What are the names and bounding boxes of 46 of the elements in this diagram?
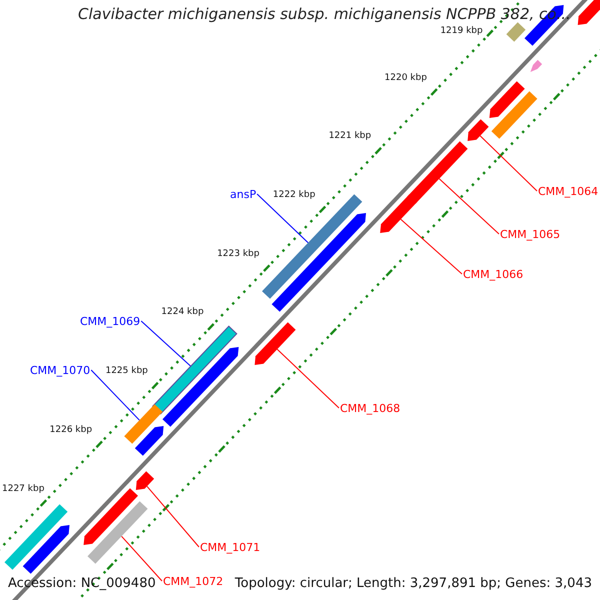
gene-feature	[272, 213, 366, 312]
gene-bar	[506, 22, 526, 42]
scale-label: 1222 kbp	[272, 190, 316, 201]
gene-bar	[491, 91, 538, 139]
genome-info-text: Topology: circular; Length: 3,297,891 bp; Genes: 3,043	[234, 576, 592, 592]
scale-label: 1219 kbp	[440, 26, 483, 37]
gene-feature	[136, 471, 154, 490]
gene-feature	[22, 525, 70, 574]
gene-bar	[88, 501, 148, 564]
leader-line	[480, 135, 538, 192]
leader-line	[121, 536, 162, 582]
gene-label: ansP	[230, 188, 256, 201]
gene-label: CMM_1069	[80, 315, 140, 328]
gene-feature	[468, 119, 489, 141]
leader-line	[146, 486, 200, 548]
gene-feature	[530, 60, 542, 72]
leader-line	[256, 194, 309, 244]
gene-feature	[380, 194, 418, 233]
leader-line	[90, 370, 140, 421]
gene-feature	[254, 322, 296, 365]
leader-line	[276, 348, 340, 408]
gene-label: CMM_1072	[163, 575, 224, 588]
scale-label: 1224 kbp	[161, 307, 204, 318]
scale-label: 1221 kbp	[328, 131, 372, 142]
leader-line	[438, 178, 500, 234]
gene-label: CMM_1065	[500, 228, 560, 241]
gene-bar	[152, 326, 238, 414]
scale-label: 1225 kbp	[105, 366, 148, 378]
gene-label: CMM_1066	[463, 268, 524, 281]
scale-label: 1223 kbp	[217, 248, 260, 260]
gene-label: CMM_1068	[340, 402, 400, 415]
gene-feature	[162, 347, 239, 427]
scale-label: 1226 kbp	[50, 424, 92, 436]
leader-line	[140, 320, 192, 367]
gene-label: CMM_1071	[200, 541, 260, 554]
gene-bar	[124, 404, 163, 444]
scale-label: 1227 kbp	[2, 484, 44, 495]
gene-feature	[134, 426, 164, 456]
gene-feature	[489, 81, 525, 118]
scale-label: 1220 kbp	[384, 72, 427, 84]
gene-label: CMM_1064	[538, 185, 598, 198]
leader-line	[400, 218, 462, 274]
gene-feature	[84, 488, 138, 545]
gene-label: CMM_1070	[30, 364, 90, 377]
gene-feature	[578, 0, 600, 25]
gene-bar	[4, 504, 68, 570]
